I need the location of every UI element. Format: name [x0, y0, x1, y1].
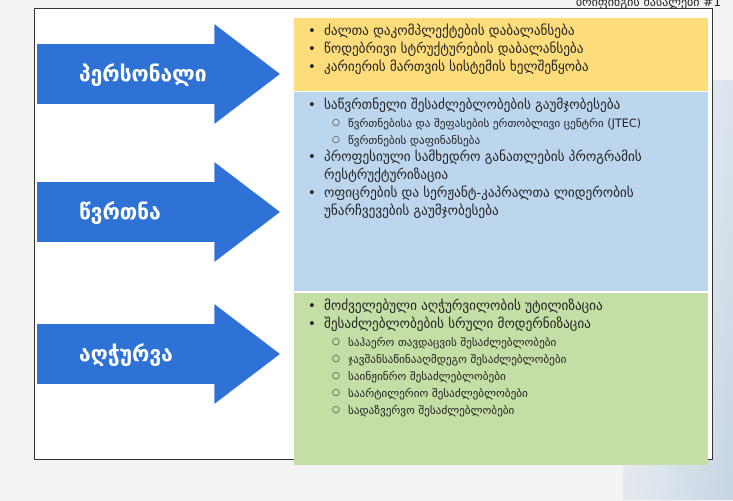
personnel-list: ძალთა დაკომპლექტების დაბალანსება წოდებრი… — [306, 23, 700, 77]
equipment-list: მოძველებული აღჭურვილობის უტილიზაცია შესა… — [306, 298, 700, 419]
sub-list-item: ჯავშანსაწინააღმდეგო შესაძლებლობები — [306, 351, 700, 368]
list-item: მოძველებული აღჭურვილობის უტილიზაცია — [306, 298, 700, 316]
sub-list-item: საინჟინრო შესაძლებლობები — [306, 368, 700, 385]
sub-list-item: საჰაერო თავდაცვის შესაძლებლობები — [306, 334, 700, 351]
sub-list-item: საარტილერიო შესაძლებლობები — [306, 385, 700, 402]
panel-personnel: ძალთა დაკომპლექტების დაბალანსება წოდებრი… — [294, 18, 708, 91]
list-item: პროფესიული სამხედრო განათლების პროგრამის… — [306, 149, 700, 185]
list-item: საწვრთნელი შესაძლებლობების გაუმჯობესება — [306, 97, 700, 115]
list-item: ძალთა დაკომპლექტების დაბალანსება — [306, 23, 700, 41]
panel-equipment: მოძველებული აღჭურვილობის უტილიზაცია შესა… — [294, 293, 708, 465]
list-item: წოდებრივი სტრუქტურების დაბალანსება — [306, 41, 700, 59]
panel-training: საწვრთნელი შესაძლებლობების გაუმჯობესება … — [294, 92, 708, 291]
arrow-label-equipment: აღჭურვა — [79, 342, 173, 366]
arrow-label-personnel: პერსონალი — [79, 62, 207, 86]
arrow-label-training: წვრთნა — [79, 200, 161, 224]
list-item: შესაძლებლობების სრული მოდერნიზაცია — [306, 316, 700, 334]
list-item: კარიერის მართვის სისტემის ხელშეწყობა — [306, 59, 700, 77]
sub-list-item: წვრთნების დაფინანსება — [306, 132, 700, 149]
training-list: საწვრთნელი შესაძლებლობების გაუმჯობესება … — [306, 97, 700, 221]
sub-list-item: წვრთნებისა და შეფასების ერთობლივი ცენტრი… — [306, 115, 700, 132]
sub-list-item: სადაზვერვო შესაძლებლობები — [306, 402, 700, 419]
list-item: ოფიცრების და სერჟანტ-კაპრალთა ლიდერობის … — [306, 185, 700, 221]
header-note: ბრიფინგის მასალები #1 — [575, 0, 721, 9]
